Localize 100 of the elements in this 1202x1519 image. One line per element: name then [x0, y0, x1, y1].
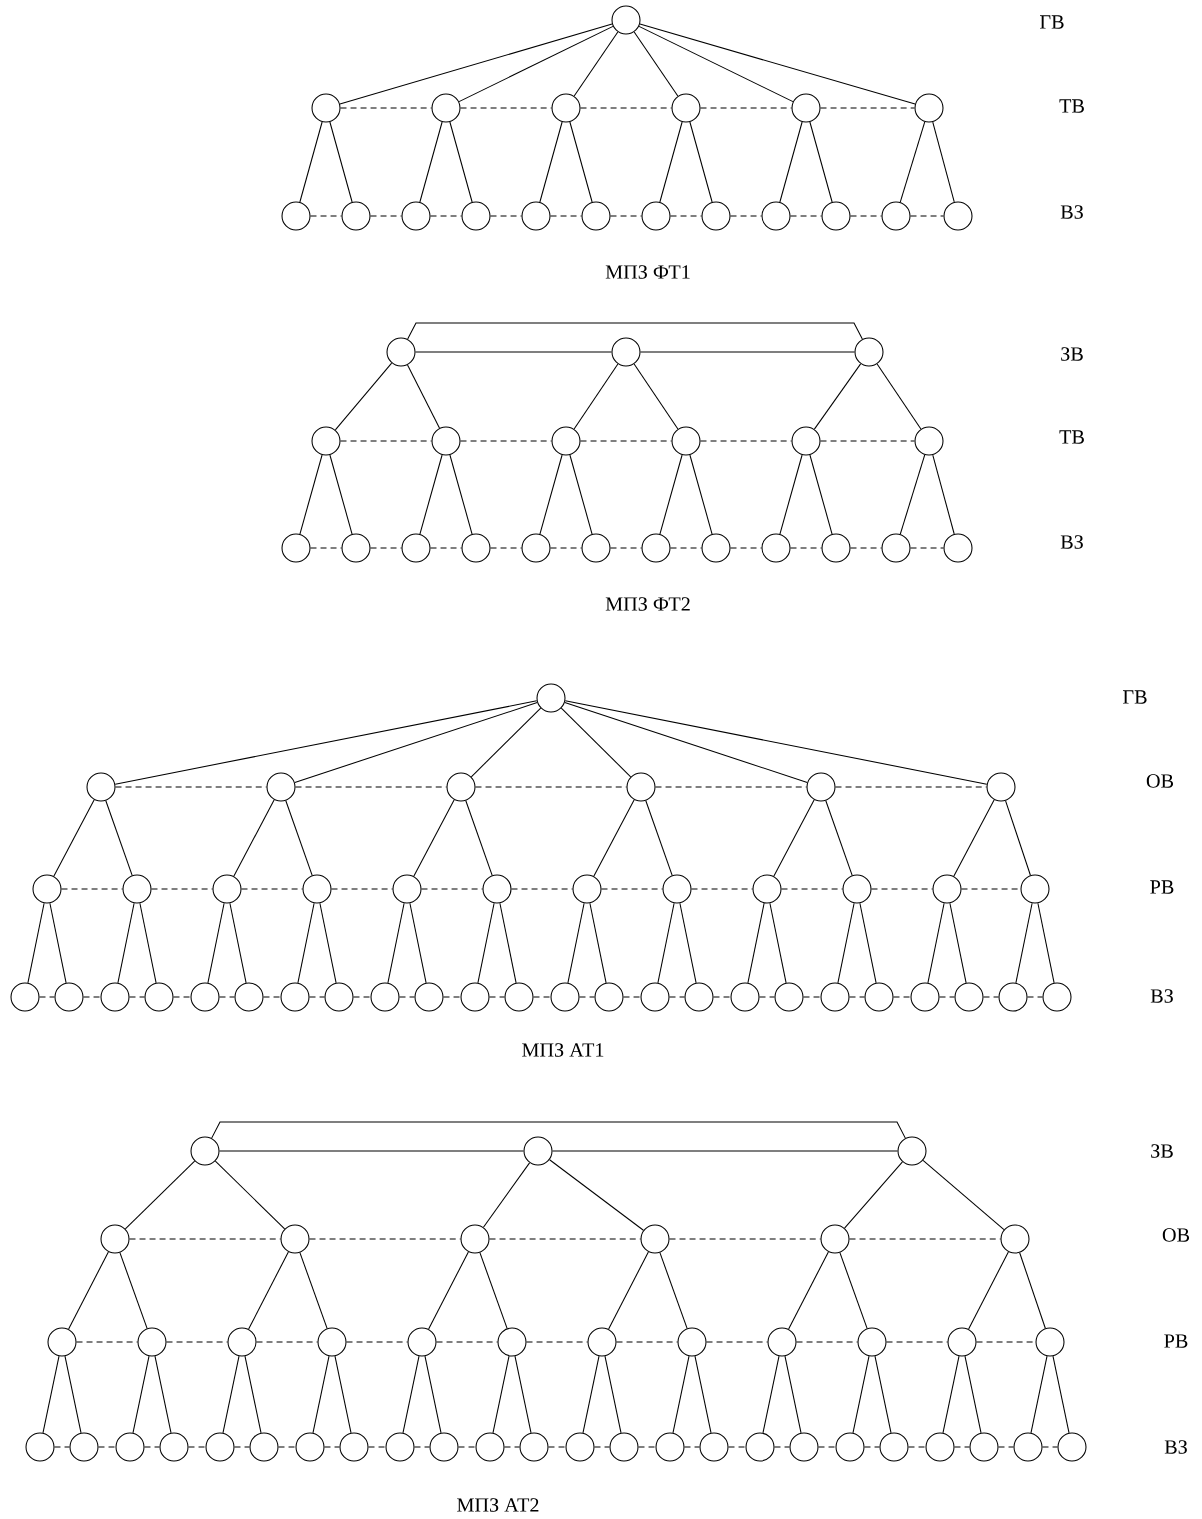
circle-node — [943, 533, 973, 563]
circle-node — [671, 93, 701, 123]
circle-node — [446, 772, 476, 802]
circle-node — [677, 1327, 707, 1357]
circle-node — [761, 201, 791, 231]
connector-line — [1005, 800, 1031, 876]
connector-line — [428, 1251, 469, 1330]
circle-node — [190, 1136, 220, 1166]
dashed-line — [370, 547, 402, 549]
connector-line — [964, 1355, 982, 1434]
circle-node — [25, 1432, 55, 1462]
connector-line — [953, 799, 995, 877]
level-label: ЗВ — [1061, 347, 1083, 361]
connector-line — [573, 363, 619, 430]
circle-node — [431, 93, 461, 123]
circle-node — [820, 1224, 850, 1254]
connector-line — [639, 23, 916, 105]
connector-line — [105, 800, 133, 876]
circle-node — [100, 982, 130, 1012]
connector-line — [689, 454, 713, 535]
connector-line — [874, 1355, 892, 1434]
connector-line — [852, 1355, 870, 1434]
circle-node — [475, 1432, 505, 1462]
dashed-line — [790, 547, 822, 549]
dashed-line — [443, 996, 461, 998]
circle-node — [914, 426, 944, 456]
dashed-line — [713, 996, 731, 998]
circle-node — [212, 874, 242, 904]
dashed-line — [526, 1341, 588, 1343]
connector-line — [569, 454, 593, 535]
connector-line — [482, 1162, 531, 1228]
circle-node — [881, 201, 911, 231]
circle-node — [752, 874, 782, 904]
level-label: ОВ — [1162, 1228, 1190, 1242]
dashed-line — [548, 1446, 566, 1448]
connector-line — [573, 31, 619, 97]
circle-node — [1057, 1432, 1087, 1462]
circle-node — [460, 982, 490, 1012]
circle-node — [640, 982, 670, 1012]
circle-node — [497, 1327, 527, 1357]
circle-node — [611, 337, 641, 367]
circle-node — [943, 201, 973, 231]
diagram-caption: МПЗ АТ1 — [522, 1043, 604, 1057]
circle-node — [594, 982, 624, 1012]
connector-line — [645, 800, 673, 876]
connector-line — [419, 121, 443, 203]
connector-line — [409, 902, 427, 984]
circle-node — [86, 772, 116, 802]
connector-line — [638, 25, 794, 103]
circle-node — [302, 874, 332, 904]
dashed-line — [430, 215, 462, 217]
connector-line — [114, 700, 538, 785]
dashed-line — [61, 888, 123, 890]
dashed-line — [324, 1446, 340, 1448]
circle-node — [249, 1432, 279, 1462]
connector-line — [207, 902, 225, 984]
circle-node — [521, 533, 551, 563]
circle-node — [791, 93, 821, 123]
dashed-line — [594, 1446, 610, 1448]
dashed-line — [954, 1446, 970, 1448]
circle-node — [190, 982, 220, 1012]
dashed-line — [700, 440, 792, 442]
dashed-line — [370, 215, 402, 217]
circle-node — [820, 982, 850, 1012]
circle-node — [761, 533, 791, 563]
circle-node — [521, 201, 551, 231]
dashed-line — [601, 888, 663, 890]
dashed-line — [623, 996, 641, 998]
circle-node — [699, 1432, 729, 1462]
dashed-line — [421, 888, 483, 890]
circle-node — [266, 772, 296, 802]
circle-node — [519, 1432, 549, 1462]
level-label: ОВ — [1146, 774, 1174, 788]
dashed-line — [511, 888, 573, 890]
dashed-line — [241, 888, 303, 890]
connector-line — [844, 1161, 903, 1229]
dashed-line — [550, 547, 582, 549]
dashed-line — [796, 1341, 858, 1343]
dashed-line — [700, 107, 792, 109]
dashed-line — [83, 996, 101, 998]
circle-node — [234, 982, 264, 1012]
circle-node — [281, 533, 311, 563]
connector-line — [465, 800, 493, 876]
diagram-caption: МПЗ ФТ2 — [605, 597, 690, 611]
connector-line — [769, 902, 787, 984]
circle-node — [429, 1432, 459, 1462]
dashed-line — [458, 1446, 476, 1448]
connector-line — [747, 902, 765, 984]
dashed-line — [98, 1446, 116, 1448]
dashed-line — [340, 107, 432, 109]
circle-node — [10, 982, 40, 1012]
dashed-line — [774, 1446, 790, 1448]
connector-line — [449, 121, 473, 203]
dashed-line — [670, 547, 702, 549]
circle-node — [1020, 874, 1050, 904]
dashed-line — [219, 996, 235, 998]
dashed-line — [309, 996, 325, 998]
dashed-line — [910, 215, 944, 217]
connector-line — [813, 363, 862, 430]
circle-node — [460, 1224, 490, 1254]
